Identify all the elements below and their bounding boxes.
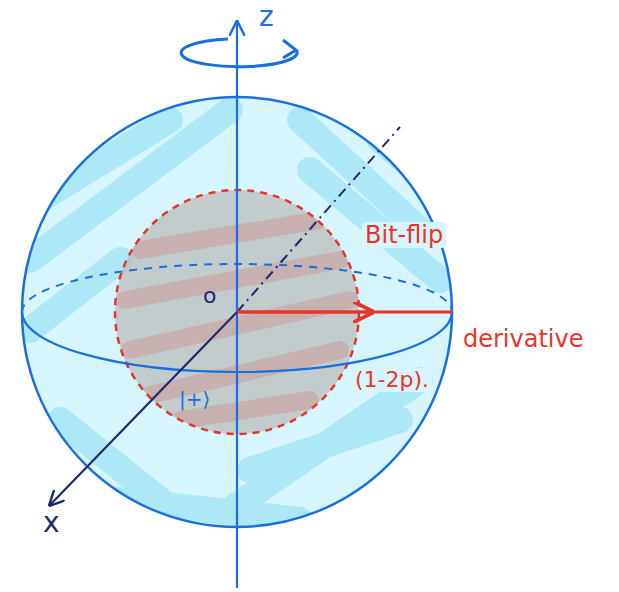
hatching (30, 110, 450, 520)
annotation: Bit-flip (362, 222, 446, 248)
y-axis (237, 127, 400, 312)
origin-label: o (200, 284, 219, 308)
state-label: |+⟩ (176, 388, 213, 410)
shrink-line (237, 311, 452, 314)
axis-label: x (40, 508, 63, 539)
z-axis (236, 22, 238, 588)
bloch-vector (237, 311, 372, 314)
x-axis (50, 312, 237, 505)
rotation-arrow (181, 39, 297, 67)
axis-label: z (256, 2, 277, 33)
rotation-head (283, 40, 296, 58)
annotation: derivative (460, 326, 587, 352)
annotation: (1-2p). (352, 368, 432, 392)
